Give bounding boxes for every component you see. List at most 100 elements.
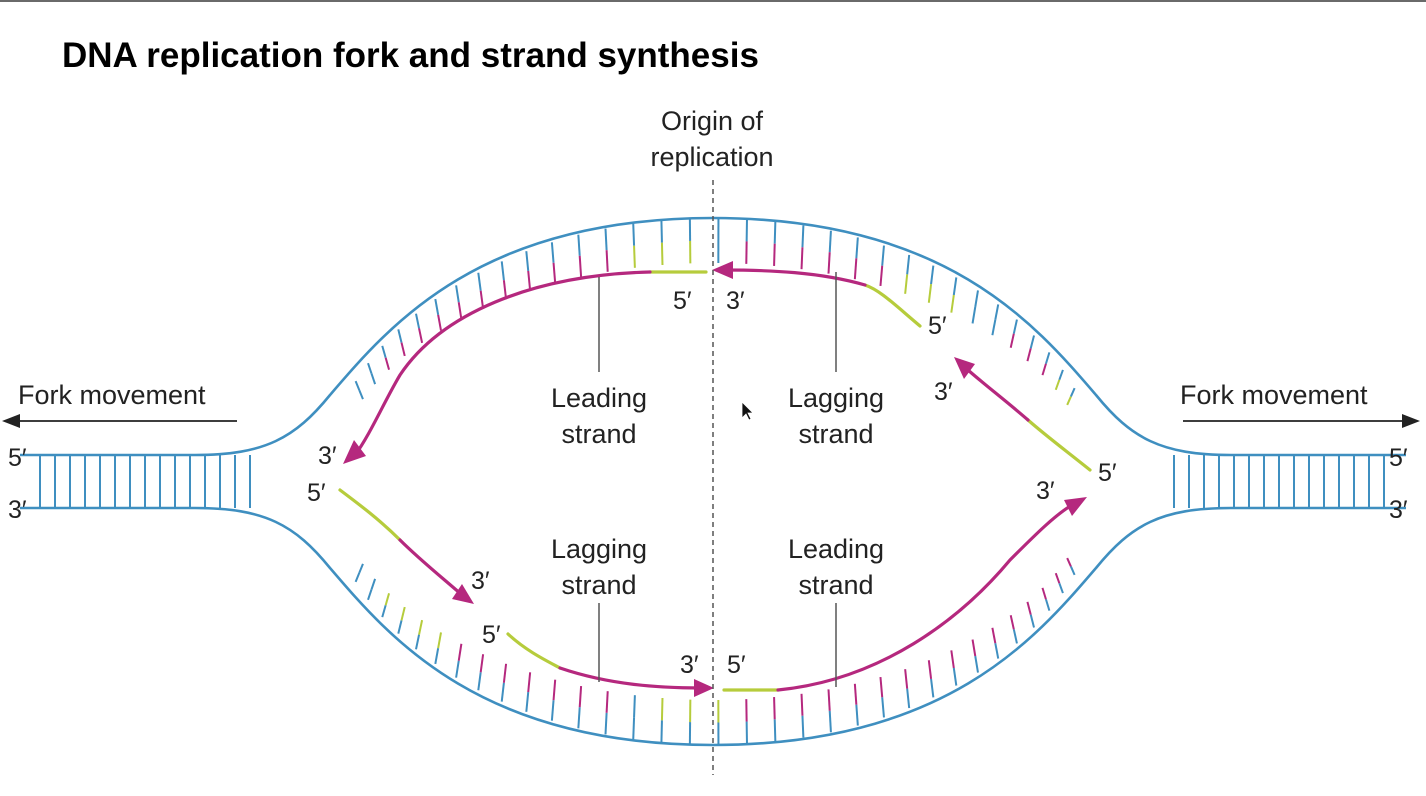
bubble-rung bbox=[660, 720, 663, 743]
lagging-label-top-right: Lagging bbox=[788, 383, 884, 413]
bubble-rung bbox=[633, 245, 636, 268]
bubble-rung bbox=[604, 712, 608, 735]
bubble-rung bbox=[1054, 572, 1061, 584]
bubble-rung bbox=[578, 685, 583, 708]
bubble-rung bbox=[370, 373, 377, 385]
bubble-rung bbox=[927, 660, 933, 679]
bubble-rung bbox=[552, 262, 557, 284]
bubble-rung bbox=[527, 672, 532, 693]
bubble-rung bbox=[1029, 335, 1035, 349]
bubble-rung bbox=[828, 710, 832, 733]
bubble-rung bbox=[502, 280, 508, 300]
leading-strand-top bbox=[353, 270, 652, 457]
bubble-rung bbox=[660, 242, 664, 266]
bubble-rung bbox=[855, 704, 859, 726]
bubble-rung bbox=[500, 682, 505, 702]
end-label-lagging-bottom-3b: 3′ bbox=[680, 651, 699, 679]
bubble-rung bbox=[773, 719, 777, 742]
bubble-rung bbox=[1066, 396, 1072, 406]
bubble-rung bbox=[1066, 557, 1072, 567]
lagging-fragment-top-2 bbox=[966, 368, 1030, 422]
bubble-rung bbox=[1029, 614, 1035, 628]
lagging-label-bottom-left: Lagging bbox=[551, 534, 647, 564]
bubble-rung bbox=[397, 620, 403, 634]
bubble-rung bbox=[773, 697, 776, 720]
end-label-right-bottom: 3′ bbox=[1389, 496, 1408, 524]
bubble-rung bbox=[952, 667, 958, 686]
bubble-rung bbox=[367, 589, 373, 601]
primer-top-right-1 bbox=[863, 283, 922, 328]
bubble-rung bbox=[1009, 615, 1015, 630]
bubble-rung bbox=[879, 676, 884, 698]
bubble-rung bbox=[550, 700, 555, 721]
bubble-rung bbox=[974, 655, 979, 673]
bubble-rung bbox=[952, 277, 958, 296]
bubble-rung bbox=[1069, 566, 1076, 576]
bubble-rung bbox=[1054, 379, 1061, 391]
strand-label-bottom-left: strand bbox=[561, 570, 636, 600]
page-title: DNA replication fork and strand synthesi… bbox=[62, 36, 759, 75]
leading-strand-bottom bbox=[776, 503, 1074, 692]
bubble-rung bbox=[828, 230, 832, 253]
leading-arrowhead-bottom bbox=[1064, 497, 1087, 516]
lagging-fragment-top-1 bbox=[720, 268, 867, 287]
bubble-rung bbox=[853, 258, 858, 280]
bubble-rung bbox=[827, 689, 831, 711]
bubble-rung bbox=[1026, 348, 1032, 362]
bubble-rung bbox=[415, 313, 421, 329]
bubble-rung bbox=[879, 265, 884, 287]
bubble-rung bbox=[502, 663, 508, 683]
bubble-rung bbox=[660, 220, 663, 243]
bottom-parental-backbone bbox=[20, 506, 1406, 747]
leading-label-bottom-right: Leading bbox=[788, 534, 884, 564]
origin-label-line2: replication bbox=[650, 142, 773, 172]
fork-movement-right-label: Fork movement bbox=[1180, 380, 1368, 410]
lagging-fragment-bottom-2 bbox=[558, 666, 702, 690]
bubble-rung bbox=[354, 572, 361, 583]
bubble-rung bbox=[415, 634, 421, 650]
bubble-rung bbox=[605, 691, 609, 713]
bubble-rung bbox=[457, 643, 463, 661]
bubble-rung bbox=[605, 250, 609, 272]
bubble-rung bbox=[660, 697, 664, 721]
bubble-rung bbox=[1058, 369, 1064, 381]
bubble-rung bbox=[434, 648, 440, 665]
bubble-rung bbox=[1012, 319, 1018, 334]
bubble-rung bbox=[418, 619, 424, 635]
bubble-rung bbox=[434, 298, 440, 315]
bubble-rung bbox=[437, 632, 442, 649]
leading-arrowhead-top bbox=[343, 440, 366, 464]
bubble-rung bbox=[930, 265, 935, 285]
end-label-leading-top-5: 5′ bbox=[673, 287, 692, 315]
bubble-rung bbox=[552, 679, 557, 701]
bubble-rung bbox=[1041, 363, 1047, 376]
bubble-rung bbox=[400, 606, 406, 621]
primer-bottom-left-2 bbox=[506, 632, 562, 670]
bubble-rung bbox=[367, 362, 373, 374]
leading-label-top-left: Leading bbox=[551, 383, 647, 413]
end-label-lagging-top-3a: 3′ bbox=[726, 287, 745, 315]
bubble-rung bbox=[974, 290, 979, 308]
bubble-rung bbox=[577, 234, 581, 256]
bubble-rung bbox=[853, 683, 858, 705]
primer-bottom-left-1 bbox=[338, 488, 402, 542]
end-label-leading-bottom-3: 3′ bbox=[1036, 477, 1055, 505]
strand-label-top-left: strand bbox=[561, 419, 636, 449]
bubble-rung bbox=[1009, 333, 1015, 348]
bubble-rung bbox=[930, 678, 935, 698]
cursor-icon bbox=[741, 401, 754, 421]
bubble-rung bbox=[358, 389, 364, 400]
bubble-rung bbox=[773, 243, 776, 266]
bubble-rung bbox=[525, 251, 530, 272]
bubble-rung bbox=[881, 697, 885, 718]
bubble-rung bbox=[381, 604, 387, 618]
bubble-rung bbox=[455, 660, 460, 678]
bubble-rung bbox=[1058, 582, 1064, 594]
bubble-rung bbox=[991, 319, 997, 336]
bubble-rung bbox=[457, 302, 463, 320]
bubble-rung bbox=[881, 245, 885, 266]
primer-top-right-2 bbox=[1026, 418, 1092, 472]
bubble-rung bbox=[437, 314, 442, 331]
origin-label-line1: Origin of bbox=[661, 106, 764, 136]
